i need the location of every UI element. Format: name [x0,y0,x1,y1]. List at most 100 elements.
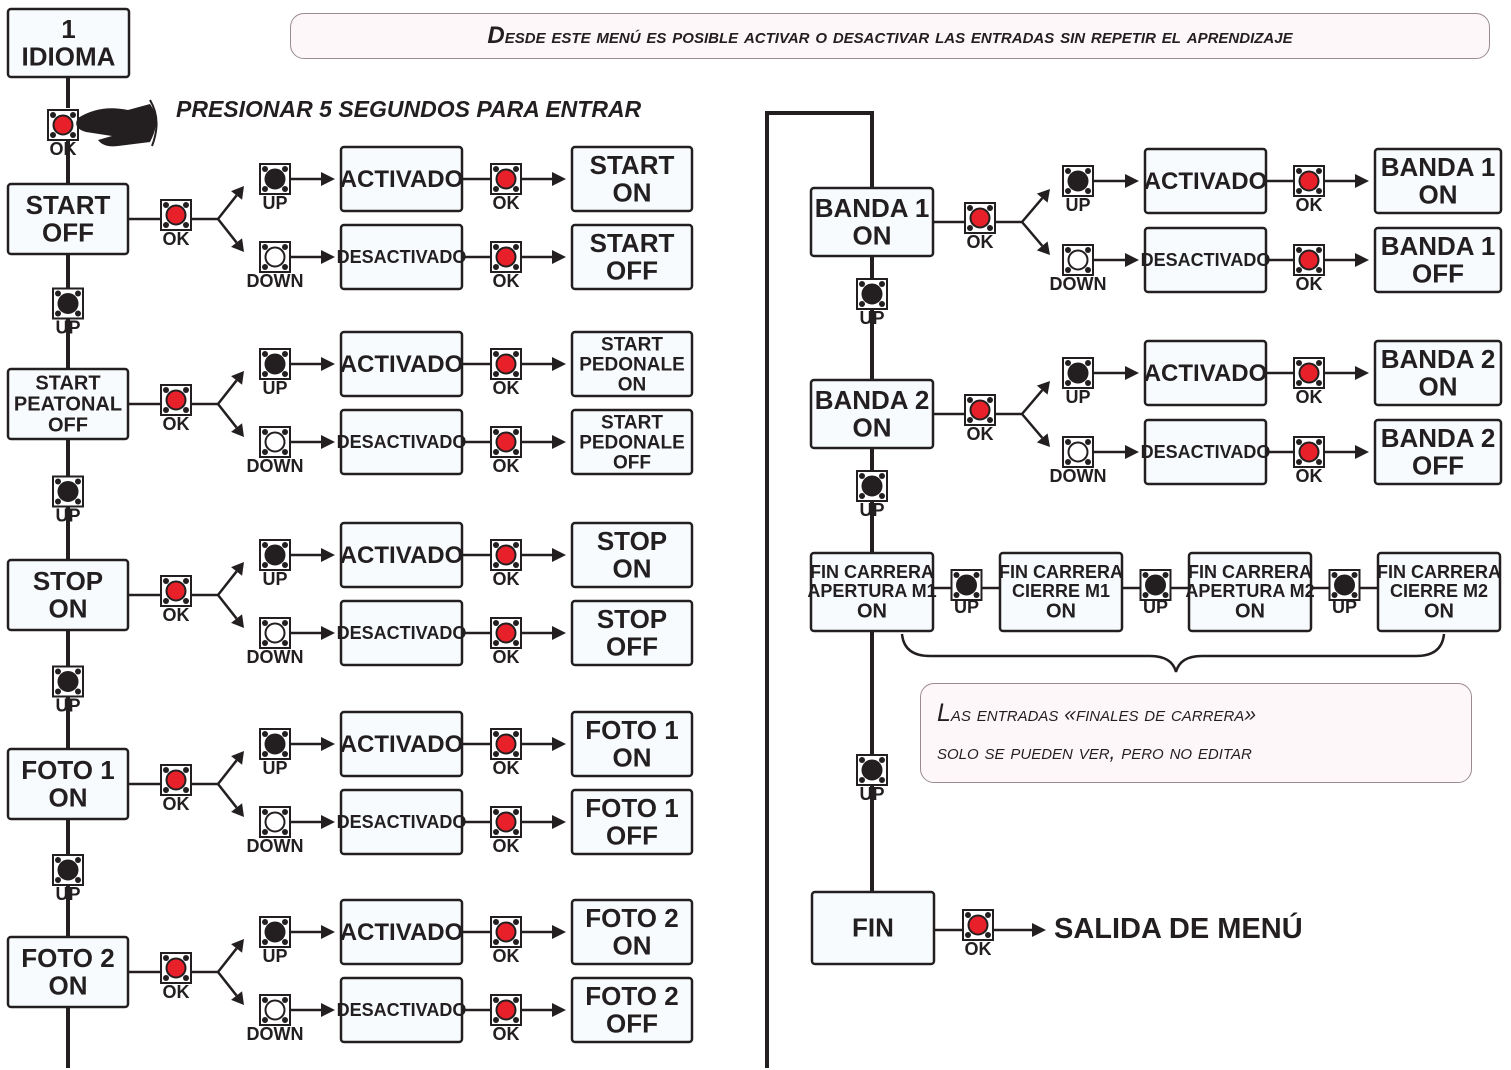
push-button[interactable]: UP [259,348,291,398]
push-button[interactable]: UP [52,854,84,904]
push-button[interactable]: UP [1328,569,1361,617]
push-button[interactable]: OK [490,617,522,667]
arrow-icon [994,923,1046,937]
push-button[interactable]: UP [856,470,888,520]
arrow-head [321,250,335,264]
result-on-box-frame [1373,147,1503,215]
red-push-button-icon [165,580,187,602]
arrow-head [1036,381,1050,395]
push-button[interactable]: OK [964,394,996,444]
button-pin [282,166,288,172]
button-pin [262,542,268,548]
push-button[interactable]: UP [856,754,888,804]
push-button[interactable]: OK [47,109,79,159]
result-on-box-frame [570,145,694,213]
activated-box-text: ACTIVADO [1144,360,1268,387]
push-button[interactable]: UP [950,569,983,617]
push-button[interactable]: OK [1293,244,1325,294]
arrow-icon [291,1003,335,1017]
input-box-text: ON [49,970,88,1000]
arrow-head [1125,253,1139,267]
button-pin [967,417,973,423]
push-button[interactable]: OK [490,916,522,966]
push-button[interactable]: UP [52,665,84,716]
input-box-text: ON [853,412,892,442]
button-label: OK [1296,387,1323,407]
push-button[interactable]: OK [160,199,192,249]
button-pin [282,939,288,945]
button-pin [1296,439,1302,445]
activated-box: ACTIVADO [340,330,463,398]
push-button[interactable]: UP [259,163,291,213]
black-push-button-icon [57,293,79,314]
button-pin [262,429,268,435]
red-push-button-icon [495,353,517,375]
push-button[interactable]: OK [1293,357,1325,407]
push-button[interactable]: DOWN [247,994,304,1044]
push-button[interactable]: DOWN [247,806,304,856]
push-button[interactable]: OK [490,728,522,778]
input-box-text: STOP [33,566,103,596]
push-button[interactable]: DOWN [247,426,304,476]
button-pin [262,731,268,737]
push-button[interactable]: OK [490,539,522,589]
button-pin [513,809,519,815]
limit-switch-box-frame [1376,551,1502,633]
push-button[interactable]: DOWN [247,617,304,667]
push-button[interactable]: OK [1293,165,1325,215]
arrow-icon [217,218,244,252]
button-pin [282,829,288,835]
push-button[interactable]: UP [1139,569,1172,617]
button-label: OK [1296,195,1323,215]
button-pin [262,264,268,270]
push-button[interactable]: OK [160,384,192,434]
arrow-icon [522,172,566,186]
push-button[interactable]: OK [160,575,192,625]
button-pin [70,132,76,138]
button-pin [1065,247,1071,253]
deactivated-box: DESACTIVADO [337,223,466,291]
button-label: OK [967,424,994,444]
push-button[interactable]: UP [52,287,84,338]
limit-switch-box-frame [1187,551,1313,633]
button-pin [493,620,499,626]
push-button[interactable]: UP [259,539,291,589]
push-button[interactable]: UP [1062,165,1094,215]
result-off-box-text: OFF [606,1008,658,1038]
push-button[interactable]: OK [490,348,522,398]
push-button[interactable]: OK [962,909,994,959]
push-button[interactable]: OK [490,994,522,1044]
push-button[interactable]: OK [490,426,522,476]
push-button[interactable]: OK [490,163,522,213]
button-label: OK [493,271,520,291]
button-pin [513,166,519,172]
push-button[interactable]: UP [259,916,291,966]
push-button[interactable]: UP [259,728,291,778]
push-button[interactable]: DOWN [1050,244,1107,294]
push-button[interactable]: OK [964,202,996,252]
push-button[interactable]: UP [1062,357,1094,407]
arrow-head [1125,445,1139,459]
push-button[interactable]: OK [490,241,522,291]
curly-brace-icon [900,633,1446,673]
button-pin [1142,592,1149,598]
button-pin [1316,439,1322,445]
button-pin [183,767,189,773]
result-off-box-text: START [601,412,663,433]
result-on-box-text: ON [1419,179,1458,209]
deactivated-box-text: DESACTIVADO [337,623,467,643]
button-pin [262,919,268,925]
push-button[interactable]: DOWN [1050,436,1107,486]
arrow-shaft [1021,197,1044,223]
push-button[interactable]: OK [490,806,522,856]
push-button[interactable]: OK [1293,436,1325,486]
limit-switch-box-text: CIERRE M1 [1012,581,1110,601]
push-button[interactable]: DOWN [247,241,304,291]
button-pin [493,542,499,548]
button-pin [1085,360,1091,366]
push-button[interactable]: UP [856,278,888,328]
push-button[interactable]: UP [52,475,84,526]
red-push-button-icon [495,246,517,268]
push-button[interactable]: OK [160,952,192,1002]
push-button[interactable]: OK [160,764,192,814]
